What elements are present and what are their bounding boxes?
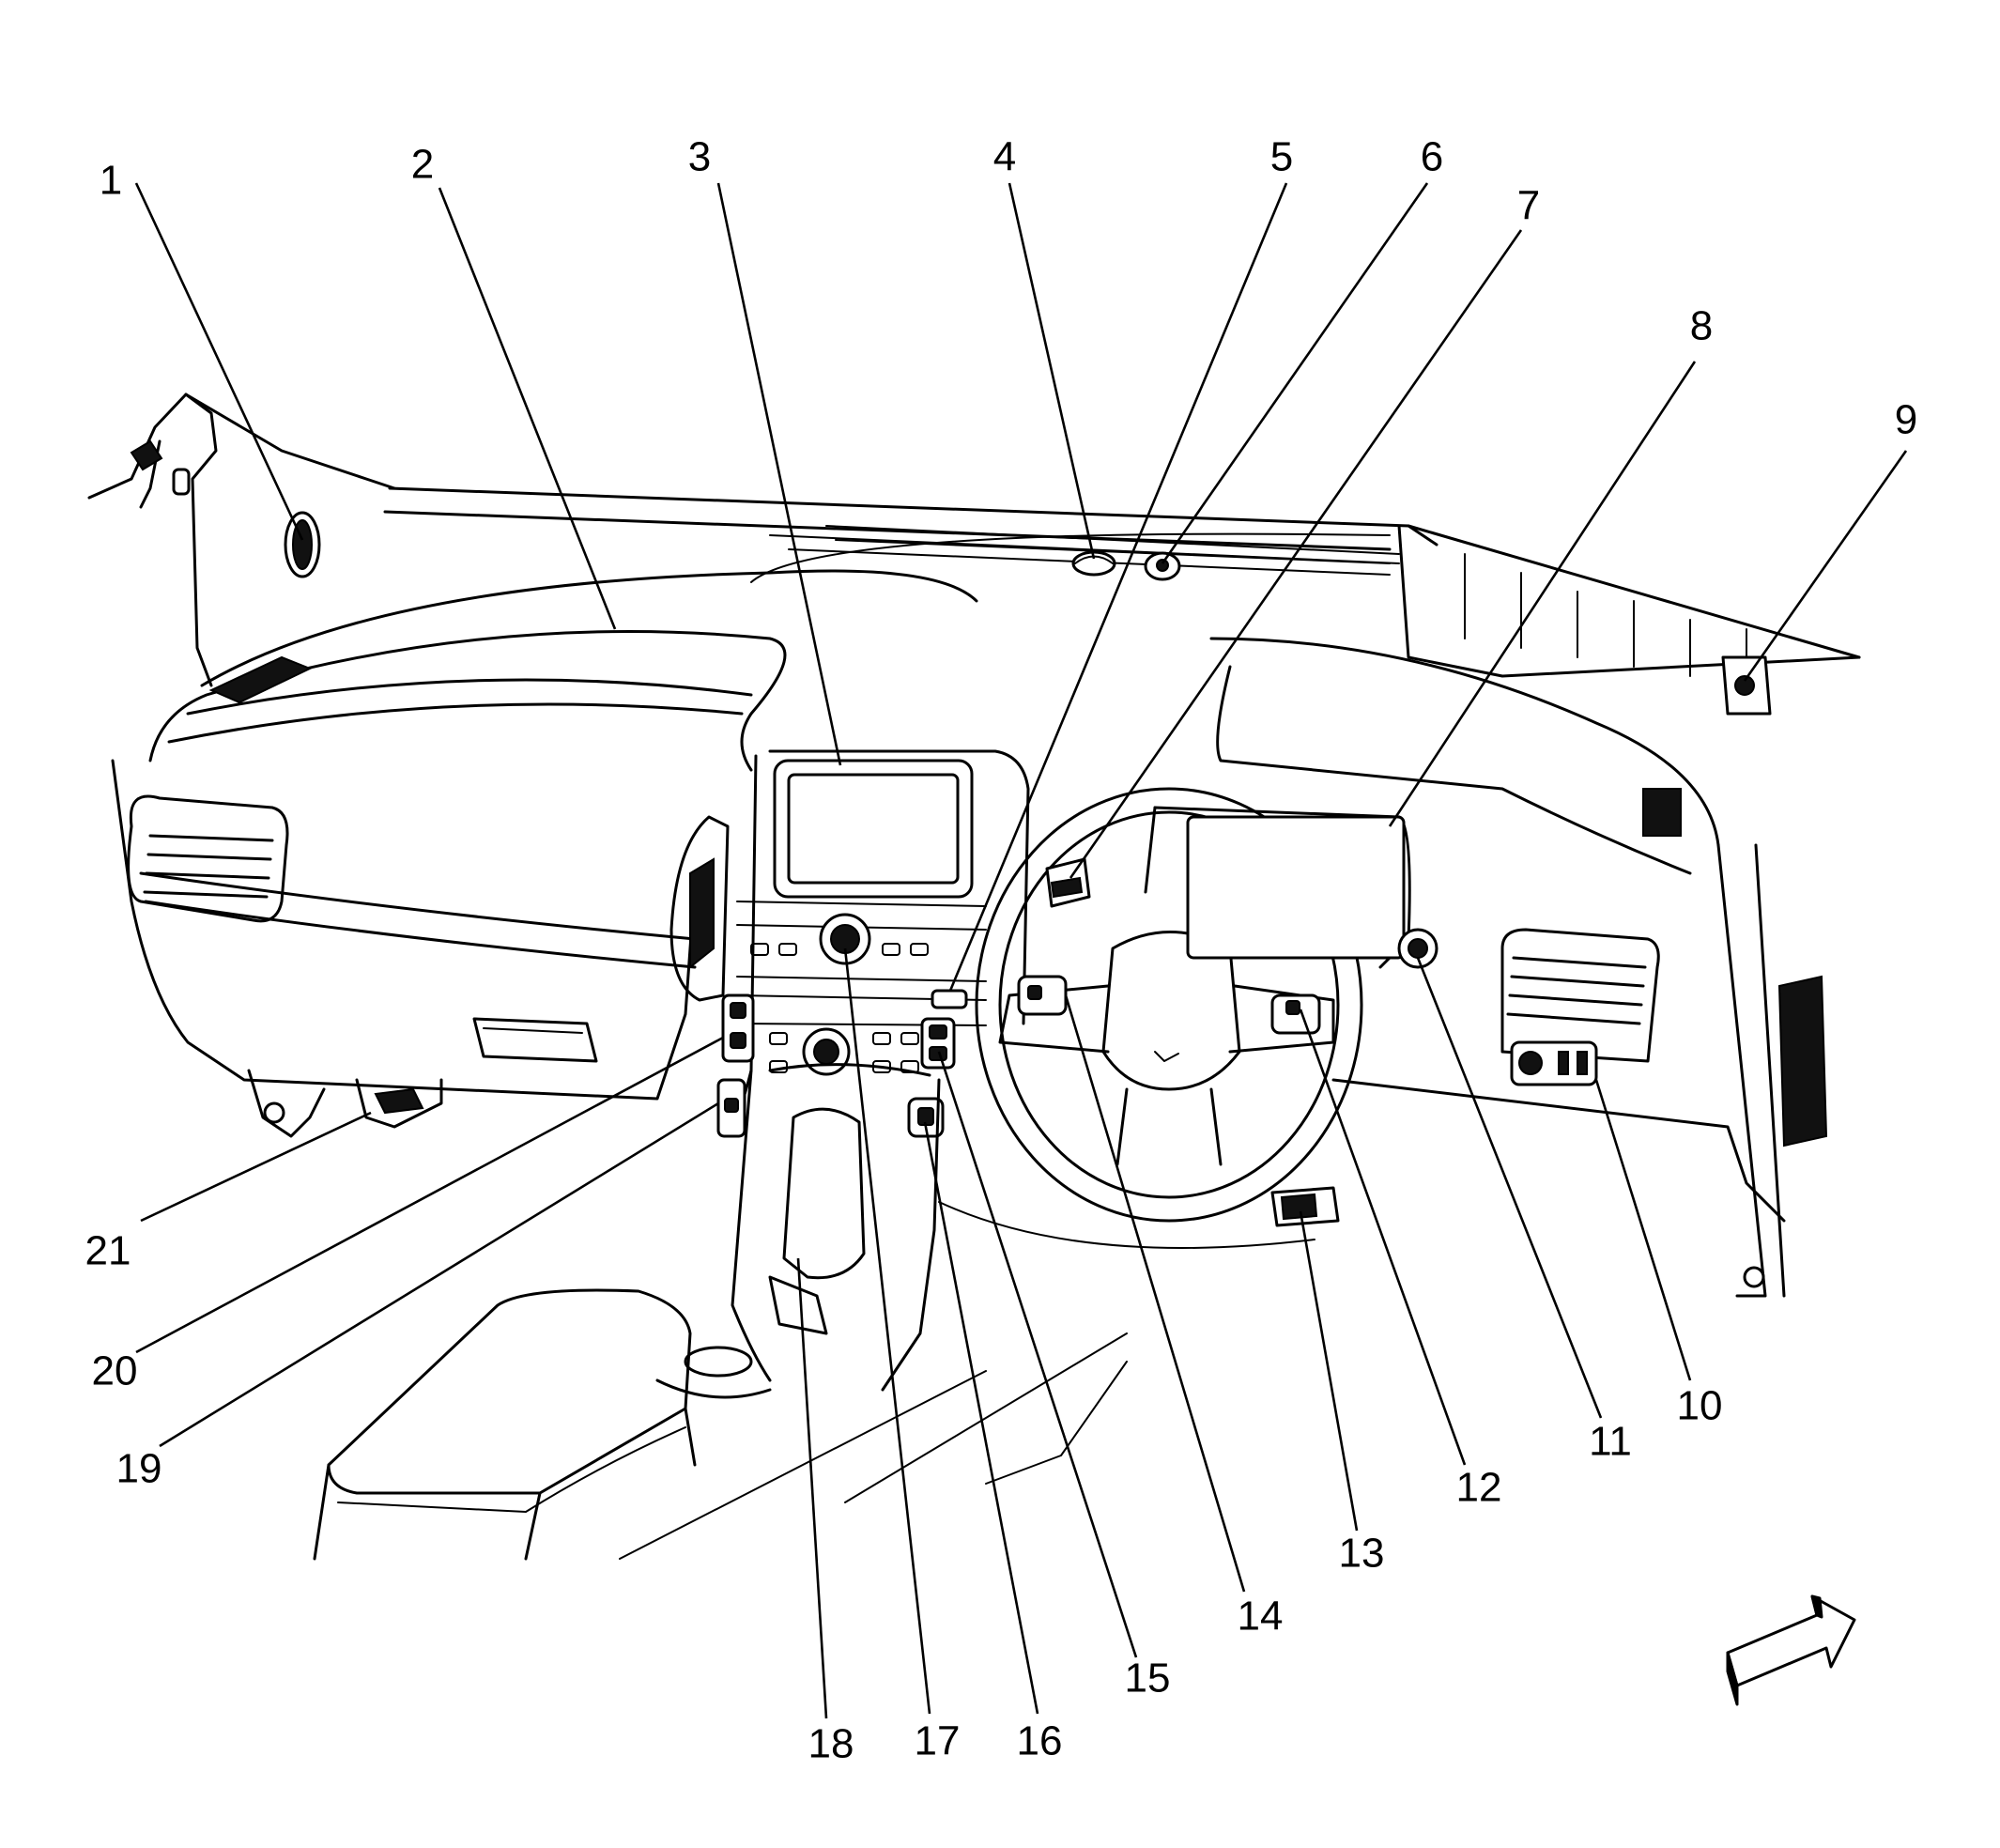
driver-lower-dash: [1209, 637, 1786, 1227]
callout-4: 4: [993, 134, 1016, 180]
callout-19: 19: [116, 1446, 162, 1492]
floor-lines: [619, 1201, 1315, 1560]
leader-19: [159, 1101, 719, 1448]
leader-12: [1299, 1009, 1467, 1466]
wiper-switch: [1397, 928, 1438, 969]
callout-12: 12: [1456, 1465, 1502, 1511]
passenger-lower-dash: [111, 759, 697, 1138]
dash-top-surface: [148, 486, 1438, 772]
leader-lines: [134, 182, 1908, 1719]
a-pillar-trim: [87, 393, 396, 687]
leader-18: [796, 1257, 828, 1719]
leader-17: [843, 947, 931, 1715]
callout-6: 6: [1421, 134, 1443, 180]
leader-3: [716, 182, 842, 766]
right-end-panel: [1397, 524, 1861, 1298]
callout-10: 10: [1677, 1383, 1723, 1429]
callout-13: 13: [1339, 1531, 1385, 1577]
callout-7: 7: [1517, 183, 1540, 229]
callout-1: 1: [100, 158, 122, 204]
leader-7: [1069, 229, 1523, 879]
callout-16: 16: [1017, 1718, 1063, 1764]
leader-8: [1388, 361, 1697, 827]
theft-deterrent-indicator: [1144, 551, 1181, 581]
leader-20: [135, 1036, 724, 1354]
leader-9: [1743, 450, 1908, 682]
turn-signal-switch: [1045, 857, 1091, 908]
center-stack: [669, 749, 1030, 1138]
callout-14: 14: [1238, 1594, 1284, 1640]
steering-wheel: [975, 787, 1363, 1223]
leader-14: [1064, 994, 1246, 1593]
callout-3: 3: [688, 134, 711, 180]
leader-1: [134, 182, 304, 541]
callout-2: 2: [411, 142, 434, 188]
callout-labels: 1 2 3 4 5 6 7 8 9 10 11 12 13 14 15 16 1…: [85, 134, 1918, 1767]
instrument-panel-drawing: [87, 393, 1861, 1561]
leader-10: [1594, 1079, 1692, 1381]
leader-2: [438, 187, 617, 630]
center-console: [313, 1063, 941, 1561]
leader-6: [1161, 182, 1429, 564]
callout-17: 17: [915, 1718, 961, 1764]
sunload-sensor: [1071, 550, 1116, 577]
callout-21: 21: [85, 1228, 131, 1274]
leader-4: [1008, 182, 1096, 560]
callout-15: 15: [1125, 1656, 1171, 1702]
callout-20: 20: [92, 1348, 138, 1394]
callout-18: 18: [808, 1721, 854, 1767]
callout-8: 8: [1690, 303, 1713, 349]
left-dash-speaker: [284, 511, 321, 578]
leader-11: [1416, 957, 1603, 1419]
callout-5: 5: [1270, 134, 1293, 180]
leader-15: [937, 1051, 1138, 1658]
front-direction-arrow-icon: [1726, 1594, 1856, 1706]
callout-9: 9: [1895, 397, 1917, 443]
instrument-cluster: [1144, 806, 1411, 969]
callout-11: 11: [1589, 1419, 1632, 1465]
leader-13: [1299, 1210, 1359, 1532]
leader-21: [140, 1111, 372, 1223]
leader-16: [923, 1121, 1039, 1715]
leader-5: [948, 182, 1288, 992]
